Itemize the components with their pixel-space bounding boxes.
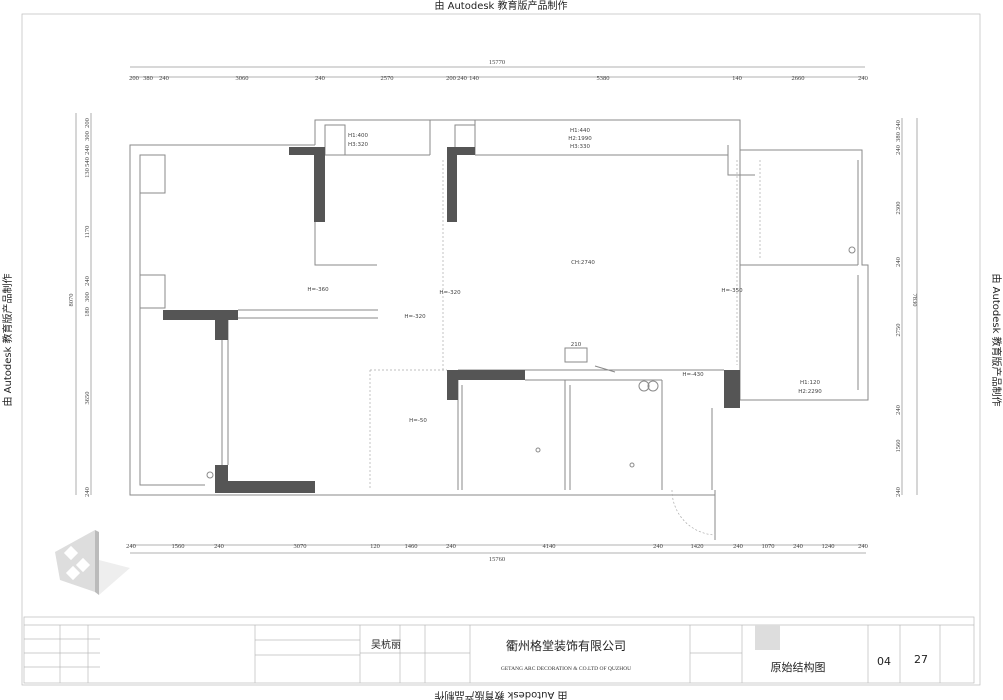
dim-label: 300: [84, 292, 91, 302]
dim-label: 380: [895, 132, 902, 142]
label-win2-h2: H2:1990: [568, 136, 592, 142]
dim-label: 200: [84, 118, 91, 128]
watermark-top: 由 Autodesk 教育版产品制作: [434, 0, 567, 12]
dim-label: 140: [469, 75, 479, 82]
dim-label: 540: [84, 157, 91, 167]
label-level-360: H=-360: [307, 287, 329, 293]
dim-label: 240: [895, 145, 902, 155]
label-door-210: 210: [571, 342, 582, 348]
dashed-lines: [369, 160, 761, 490]
dim-left-total: 8070: [68, 294, 75, 307]
label-level-430: H=-430: [682, 372, 704, 378]
dim-label: 240: [126, 543, 136, 550]
label-win2-h1: H1:440: [570, 128, 590, 134]
dim-label: 240: [214, 543, 224, 550]
dim-bottom-total: 15760: [489, 556, 505, 563]
dim-top-total: 15770: [489, 59, 505, 66]
electrical-box: 210: [564, 342, 616, 373]
dim-label: 240: [895, 405, 902, 415]
dim-label: 240: [858, 543, 868, 550]
dim-label: 240: [653, 543, 663, 550]
dim-label: 140: [732, 75, 742, 82]
label-level-320a: H=-320: [439, 290, 461, 296]
dim-label: 380: [143, 75, 153, 82]
drawing-number: 04: [877, 655, 891, 668]
dim-label: 240: [457, 75, 467, 82]
label-win1-h3: H3:320: [348, 142, 368, 148]
dimension-right: 7830 240 380 240 2300 240 2750 240 1560 240: [895, 118, 918, 497]
company-name-cn: 衢州格堂装饰有限公司: [506, 638, 626, 653]
dim-label: 240: [895, 257, 902, 267]
dim-label: 3060: [236, 75, 249, 82]
dim-label: 1170: [84, 226, 91, 239]
dim-right-total: 7830: [911, 294, 918, 307]
label-level-50: H=-50: [409, 418, 427, 424]
title-block: 吴杭丽 衢州格堂装饰有限公司 GETANG ARC DECORATION & C…: [23, 616, 975, 684]
dim-label: 240: [895, 487, 902, 497]
dim-label: 240: [315, 75, 325, 82]
dim-label: 2660: [792, 75, 805, 82]
dim-label: 200: [129, 75, 139, 82]
label-level-320b: H=-320: [404, 314, 426, 320]
dim-label: 240: [84, 145, 91, 155]
dim-label: 120: [370, 543, 380, 550]
dim-label: 240: [858, 75, 868, 82]
drawing-name: 原始结构图: [771, 660, 826, 674]
page-number: 27: [914, 653, 928, 666]
dim-label: 240: [84, 487, 91, 497]
company-name-en: GETANG ARC DECORATION & CO.LTD OF QUZHOU: [501, 666, 631, 672]
dim-label: 300: [84, 131, 91, 141]
dim-label: 1240: [822, 543, 835, 550]
sheet-border: [21, 13, 981, 686]
company-logo: [55, 530, 130, 595]
designer-name: 吴杭丽: [371, 638, 401, 651]
dimension-bottom: 15760 240 1560 240 3070 120 1460 240 4140 240 142…: [126, 543, 868, 563]
dim-label: 1420: [691, 543, 704, 550]
dim-label: 240: [446, 543, 456, 550]
watermark-bottom: 由 Autodesk 教育版产品制作: [434, 689, 567, 700]
dim-label: 1070: [762, 543, 775, 550]
dim-label: 240: [733, 543, 743, 550]
plan-labels: H1:400 H3:320 H1:440 H2:1990 H3:330 CH:2…: [307, 128, 822, 424]
dim-label: 130: [84, 168, 91, 178]
dim-label: 240: [895, 120, 902, 130]
dim-label: 240: [84, 276, 91, 286]
label-win2-h3: H3:330: [570, 144, 590, 150]
dim-label: 4140: [543, 543, 556, 550]
dim-label: 1560: [172, 543, 185, 550]
dim-label: 3650: [84, 392, 91, 405]
dim-label: 2570: [381, 75, 394, 82]
walls: [129, 119, 869, 540]
dim-label: 180: [84, 307, 91, 317]
dim-label: 240: [793, 543, 803, 550]
dim-label: 2750: [895, 324, 902, 337]
label-win1-h1: H1:400: [348, 133, 368, 139]
dim-label: 1560: [895, 440, 902, 453]
dim-label: 2300: [895, 202, 902, 215]
watermark-left: 由 Autodesk 教育版产品制作: [1, 273, 14, 406]
dim-label: 5380: [597, 75, 610, 82]
watermark-right: 由 Autodesk 教育版产品制作: [990, 273, 1003, 406]
label-win3-h2: H2:2290: [798, 389, 822, 395]
structural-columns: [163, 147, 740, 493]
label-level-350: H=-350: [721, 288, 743, 294]
dim-label: 3070: [294, 543, 307, 550]
label-win3-h1: H1:120: [800, 380, 820, 386]
dim-label: 240: [159, 75, 169, 82]
dim-label: 1460: [405, 543, 418, 550]
label-ceiling-height: CH:2740: [571, 260, 595, 266]
dim-label: 200: [446, 75, 456, 82]
